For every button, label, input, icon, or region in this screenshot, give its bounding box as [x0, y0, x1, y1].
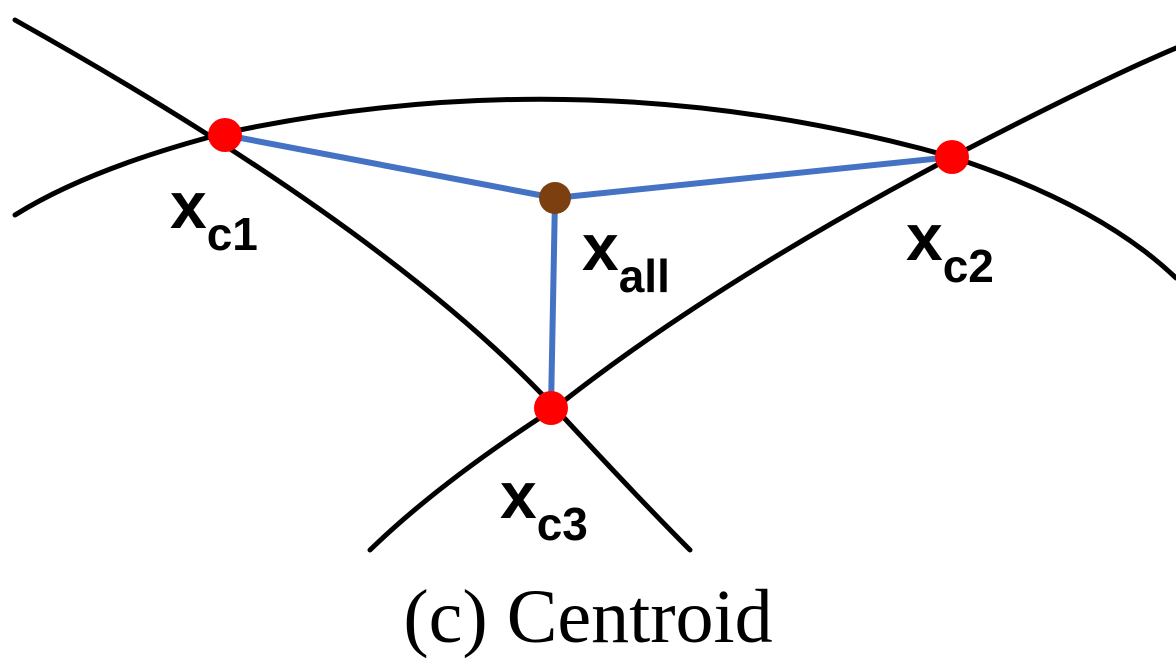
label-xc1-main: x [170, 168, 207, 242]
point-c1 [208, 118, 242, 152]
arc-top-left-to-bottom [12, 17, 693, 553]
arc-left-to-right [12, 96, 1176, 281]
label-xc2: xc2 [906, 200, 994, 292]
label-xall-main: x [582, 210, 619, 284]
label-xall-sub: all [619, 250, 670, 302]
edge-all-c2 [552, 154, 955, 201]
label-xc3: xc3 [500, 458, 588, 550]
point-c3 [534, 391, 568, 425]
label-xc1: xc1 [170, 168, 258, 260]
label-xc3-sub: c3 [537, 498, 588, 550]
point-c2 [935, 140, 969, 174]
label-xc3-main: x [500, 458, 537, 532]
figure-caption: (c) Centroid [403, 575, 773, 659]
label-xc2-sub: c2 [943, 240, 994, 292]
arc-top-right-to-bottom [367, 45, 1176, 553]
label-xall: xall [582, 210, 670, 302]
label-xc2-main: x [906, 200, 943, 274]
point-centroid [539, 182, 571, 214]
label-xc1-sub: c1 [207, 208, 258, 260]
edge-all-c3 [548, 195, 558, 411]
edge-c1-all [222, 132, 558, 201]
